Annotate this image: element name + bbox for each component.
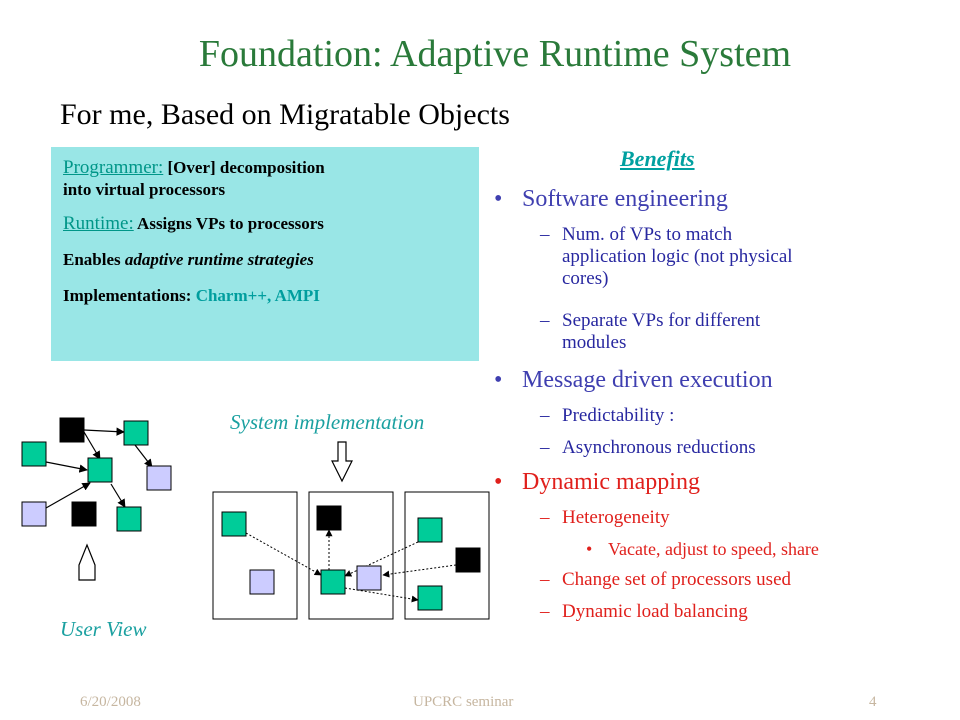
benefit-dynamic-mapping: • Dynamic mapping — [494, 469, 700, 496]
object-lavender — [146, 465, 172, 491]
object-teal — [221, 511, 247, 537]
enables-line: Enables adaptive runtime strategies — [63, 249, 469, 271]
bullet-icon: • — [586, 539, 593, 559]
object-black — [316, 505, 342, 531]
sub-line: modules — [562, 332, 627, 353]
sub-vps-match: –Num. of VPs to match application logic … — [540, 224, 793, 290]
dash-icon: – — [540, 569, 550, 590]
system-pointer-arrow — [331, 441, 353, 483]
benefit-label: Message driven execution — [522, 367, 773, 393]
sub-line: Heterogeneity — [562, 507, 670, 528]
benefit-message-driven: • Message driven execution — [494, 367, 773, 394]
sub-dynamic-lb: –Dynamic load balancing — [540, 601, 748, 623]
sub-sub-line: Vacate, adjust to speed, share — [608, 539, 819, 559]
sub-line: Predictability : — [562, 405, 675, 426]
object-black — [455, 547, 481, 573]
footer-title: UPCRC seminar — [413, 694, 514, 710]
arrow — [344, 541, 419, 577]
object-black — [59, 417, 85, 443]
sub-separate-vps: –Separate VPs for different modules — [540, 310, 760, 354]
sub-line: Separate VPs for different — [562, 310, 761, 331]
system-implementation-caption: System implementation — [230, 410, 425, 434]
object-teal — [417, 585, 443, 611]
programmer-text-2: into virtual processors — [63, 180, 226, 199]
impl-label: Implementations: — [63, 286, 192, 305]
dash-icon: – — [540, 224, 550, 245]
sub-line: cores) — [562, 268, 609, 289]
bullet-icon: • — [494, 367, 503, 393]
arrow — [83, 431, 101, 460]
benefit-software-engineering: • Software engineering — [494, 186, 728, 213]
dash-icon: – — [540, 437, 550, 458]
processor-box — [212, 491, 298, 620]
object-teal — [116, 506, 142, 532]
user-view-arrows — [45, 427, 153, 509]
runtime-line: Runtime: Assigns VPs to processors — [63, 213, 469, 235]
programmer-text: [Over] decomposition — [167, 158, 325, 177]
footer-page-number: 4 — [869, 694, 877, 710]
benefit-label: Software engineering — [522, 186, 728, 212]
impl-value: Charm++, AMPI — [195, 286, 320, 305]
arrow — [45, 461, 88, 473]
programmer-label: Programmer: — [63, 157, 164, 178]
object-teal — [123, 420, 149, 446]
sub-change-set: –Change set of processors used — [540, 569, 791, 591]
arrow — [110, 483, 126, 508]
dash-icon: – — [540, 507, 550, 528]
object-lavender — [249, 569, 275, 595]
enables-text: Enables — [63, 250, 121, 269]
user-view-caption: User View — [60, 617, 147, 641]
arrow — [382, 564, 457, 578]
dash-icon: – — [540, 601, 550, 622]
object-teal — [87, 457, 113, 483]
user-view-pointer-arrow — [78, 543, 96, 581]
object-teal — [21, 441, 47, 467]
object-lavender — [356, 565, 382, 591]
dash-icon: – — [540, 310, 550, 331]
arrow — [45, 482, 91, 509]
programmer-line: Programmer: [Over] decomposition — [63, 157, 469, 179]
sub-async-reductions: –Asynchronous reductions — [540, 437, 756, 459]
runtime-text: Assigns VPs to processors — [137, 214, 324, 233]
sub-line: Asynchronous reductions — [562, 437, 756, 458]
object-teal — [417, 517, 443, 543]
footer-date: 6/20/2008 — [80, 694, 141, 710]
page-title: Foundation: Adaptive Runtime System — [198, 33, 792, 75]
sub-line: Num. of VPs to match — [562, 224, 733, 245]
arrow — [83, 427, 125, 436]
sub-heterogeneity: –Heterogeneity — [540, 507, 670, 529]
sub-line: Dynamic load balancing — [562, 601, 748, 622]
runtime-label: Runtime: — [63, 213, 134, 234]
page-subtitle: For me, Based on Migratable Objects — [60, 98, 510, 131]
object-black — [71, 501, 97, 527]
benefit-label: Dynamic mapping — [522, 469, 700, 495]
object-lavender — [21, 501, 47, 527]
sub-predictability: –Predictability : — [540, 405, 674, 427]
arrow — [134, 444, 153, 468]
benefits-heading: Benefits — [620, 146, 695, 171]
enables-italic: adaptive runtime strategies — [124, 250, 314, 269]
sub-line: application logic (not physical — [562, 246, 793, 267]
dash-icon: – — [540, 405, 550, 426]
object-teal — [320, 569, 346, 595]
bullet-icon: • — [494, 469, 503, 495]
impl-line: Implementations: Charm++, AMPI — [63, 285, 469, 307]
bullet-icon: • — [494, 186, 503, 212]
sub-line: Change set of processors used — [562, 569, 792, 590]
info-box: Programmer: [Over] decomposition into vi… — [51, 147, 479, 361]
sub-sub-vacate: • Vacate, adjust to speed, share — [586, 539, 819, 560]
